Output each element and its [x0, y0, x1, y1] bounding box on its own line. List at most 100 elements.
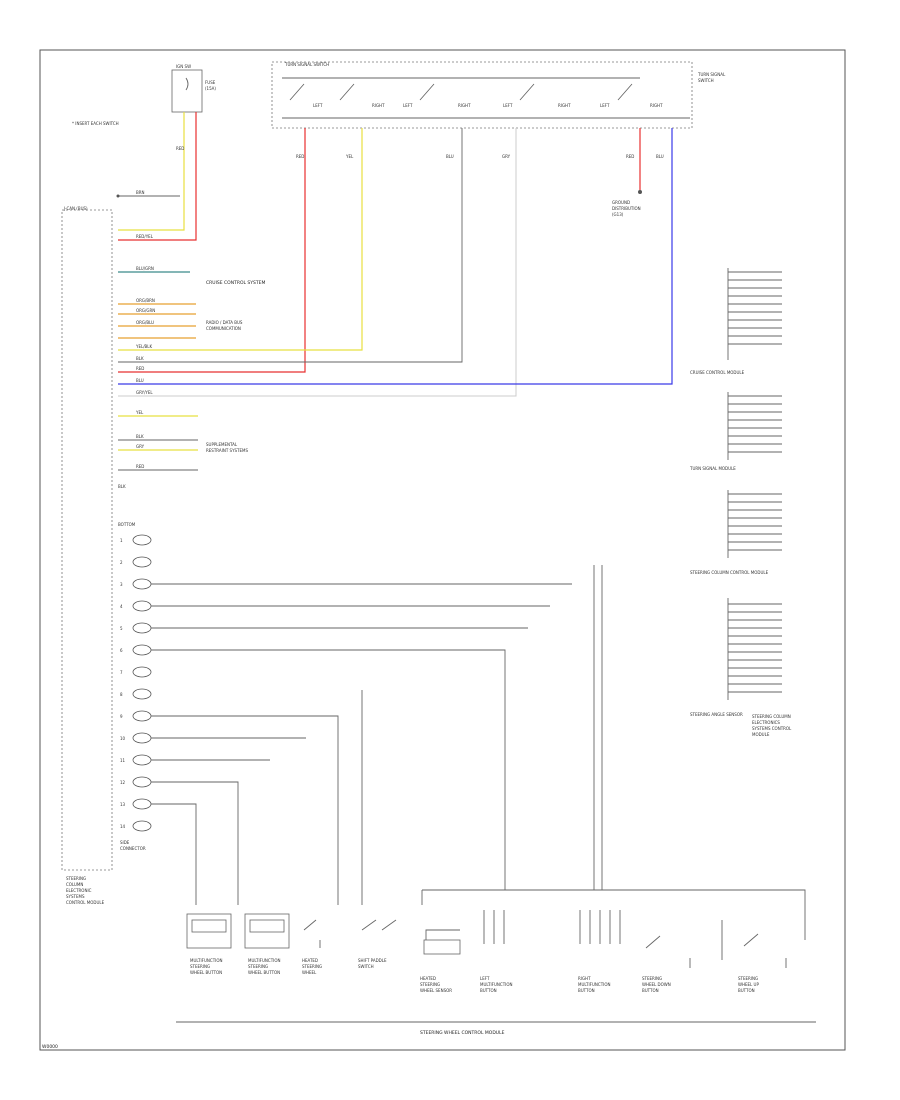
- svg-text:WHEEL BUTTON: WHEEL BUTTON: [248, 970, 280, 975]
- svg-text:RED: RED: [296, 154, 304, 159]
- svg-text:RED: RED: [136, 464, 144, 469]
- svg-text:11: 11: [120, 758, 126, 763]
- svg-text:STEERING: STEERING: [190, 964, 210, 969]
- svg-text:10: 10: [120, 736, 126, 741]
- svg-text:GRY/YEL: GRY/YEL: [136, 390, 153, 395]
- heated-wheel-sensor: HEATED STEERING WHEEL SENSOR: [420, 929, 461, 993]
- wire-gray-mid: [118, 128, 463, 363]
- ground-distribution: GROUND DISTRIBUTION (G13): [612, 190, 642, 217]
- svg-text:2: 2: [120, 560, 123, 565]
- bottom-bus-line: [422, 889, 806, 940]
- svg-text:6: 6: [120, 648, 123, 653]
- svg-text:MULTIFUNCTION: MULTIFUNCTION: [578, 982, 610, 987]
- svg-text:TURN SIGNAL SWITCH: TURN SIGNAL SWITCH: [284, 62, 329, 67]
- svg-text:STEERING COLUMN CONTROL MODULE: STEERING COLUMN CONTROL MODULE: [690, 570, 769, 575]
- svg-text:BLK: BLK: [136, 434, 144, 439]
- svg-text:STEERING: STEERING: [248, 964, 268, 969]
- svg-text:BLU: BLU: [656, 154, 664, 159]
- svg-text:LEFT: LEFT: [503, 103, 513, 108]
- svg-text:STEERING: STEERING: [66, 876, 86, 881]
- svg-text:HEATED: HEATED: [302, 958, 318, 963]
- svg-text:WHEEL DOWN: WHEEL DOWN: [642, 982, 671, 987]
- svg-text:BLU/GRN: BLU/GRN: [136, 266, 154, 271]
- svg-text:ELECTRONIC: ELECTRONIC: [66, 888, 92, 893]
- svg-text:STEERING: STEERING: [738, 976, 758, 981]
- svg-text:STEERING COLUMN: STEERING COLUMN: [752, 714, 791, 719]
- svg-text:BUTTON: BUTTON: [738, 988, 755, 993]
- svg-text:GROUND: GROUND: [612, 200, 630, 205]
- svg-text:STEERING: STEERING: [420, 982, 440, 987]
- svg-text:YEL/BLK: YEL/BLK: [135, 344, 153, 349]
- steering-down-button: STEERING WHEEL DOWN BUTTON: [642, 935, 691, 993]
- svg-text:7: 7: [120, 670, 123, 675]
- wire-blue-top: [118, 128, 673, 385]
- svg-text:RIGHT: RIGHT: [650, 103, 663, 108]
- svg-text:SHIFT PADDLE: SHIFT PADDLE: [358, 958, 387, 963]
- wire-yellow-top: [118, 128, 363, 351]
- svg-text:RED: RED: [626, 154, 634, 159]
- svg-text:MULTIFUNCTION: MULTIFUNCTION: [480, 982, 512, 987]
- svg-text:LEFT: LEFT: [480, 976, 490, 981]
- cruise-system-label: CRUISE CONTROL SYSTEM: [206, 280, 265, 286]
- svg-text:1: 1: [120, 538, 123, 543]
- svg-text:12: 12: [120, 780, 126, 785]
- left-multifunction-button: LEFT MULTIFUNCTION BUTTON: [480, 910, 512, 993]
- svg-text:BRN: BRN: [136, 190, 145, 195]
- svg-text:SWITCH: SWITCH: [358, 964, 374, 969]
- svg-text:RED/YEL: RED/YEL: [136, 234, 154, 239]
- svg-text:3: 3: [120, 582, 123, 587]
- svg-text:BUTTON: BUTTON: [642, 988, 659, 993]
- heated-steering-wheel: HEATED STEERING WHEEL: [302, 919, 322, 975]
- svg-text:SIDE: SIDE: [120, 840, 130, 845]
- svg-text:WHEEL SENSOR: WHEEL SENSOR: [420, 988, 452, 993]
- svg-text:COMMUNICATION: COMMUNICATION: [206, 326, 241, 331]
- svg-text:WHEEL UP: WHEEL UP: [738, 982, 759, 987]
- svg-text:CRUISE CONTROL MODULE: CRUISE CONTROL MODULE: [690, 370, 745, 375]
- svg-text:MODULE: MODULE: [752, 732, 770, 737]
- svg-text:IGN SW: IGN SW: [176, 64, 191, 69]
- wire-gray-right: [118, 128, 517, 397]
- svg-text:RIGHT: RIGHT: [578, 976, 591, 981]
- svg-text:RADIO / DATA BUS: RADIO / DATA BUS: [206, 320, 243, 325]
- svg-text:MULTIFUNCTION: MULTIFUNCTION: [190, 958, 222, 963]
- svg-text:DISTRIBUTION: DISTRIBUTION: [612, 206, 641, 211]
- svg-text:WHEEL BUTTON: WHEEL BUTTON: [190, 970, 222, 975]
- svg-text:SYSTEMS: SYSTEMS: [66, 894, 85, 899]
- svg-text:BLK: BLK: [118, 484, 126, 489]
- svg-text:STEERING ANGLE SENSOR: STEERING ANGLE SENSOR: [690, 712, 743, 717]
- steering-button-1: MULTIFUNCTION STEERING WHEEL BUTTON: [186, 913, 232, 975]
- svg-text:ELECTRONICS: ELECTRONICS: [752, 720, 780, 725]
- svg-text:5: 5: [120, 626, 123, 631]
- svg-text:RIGHT: RIGHT: [558, 103, 571, 108]
- svg-text:WHEEL: WHEEL: [302, 970, 317, 975]
- right-module-stack: CRUISE CONTROL MODULE TURN SIGNAL MODULE…: [689, 268, 792, 737]
- svg-text:HEATED: HEATED: [420, 976, 436, 981]
- svg-text:BUTTON: BUTTON: [578, 988, 595, 993]
- svg-text:SWITCH: SWITCH: [698, 78, 714, 83]
- wire-fuse-yellow: [118, 112, 185, 231]
- svg-text:RED: RED: [176, 146, 184, 151]
- right-multifunction-button: RIGHT MULTIFUNCTION BUTTON: [578, 910, 621, 993]
- svg-text:4: 4: [120, 604, 123, 609]
- svg-text:FUSE: FUSE: [205, 80, 216, 85]
- svg-text:14: 14: [120, 824, 126, 829]
- wire-red-top: [118, 128, 306, 373]
- svg-text:CONNECTOR: CONNECTOR: [120, 846, 146, 851]
- steering-button-2: MULTIFUNCTION STEERING WHEEL BUTTON: [244, 913, 290, 975]
- svg-text:YEL: YEL: [135, 410, 144, 415]
- footer-code: W0000: [42, 1044, 58, 1050]
- svg-text:STEERING: STEERING: [642, 976, 662, 981]
- svg-text:STEERING: STEERING: [302, 964, 322, 969]
- svg-text:SYSTEMS CONTROL: SYSTEMS CONTROL: [752, 726, 792, 731]
- bottom-group-label: STEERING WHEEL CONTROL MODULE: [420, 1030, 505, 1036]
- svg-text:SUPPLEMENTAL: SUPPLEMENTAL: [206, 442, 238, 447]
- svg-text:LEFT: LEFT: [403, 103, 413, 108]
- svg-text:BUTTON: BUTTON: [480, 988, 497, 993]
- svg-text:TURN SIGNAL MODULE: TURN SIGNAL MODULE: [689, 466, 736, 471]
- svg-text:RIGHT: RIGHT: [458, 103, 471, 108]
- svg-text:9: 9: [120, 714, 123, 719]
- insert-note: * INSERT EACH SWITCH: [72, 121, 119, 126]
- steering-up-button: STEERING WHEEL UP BUTTON: [721, 920, 787, 993]
- svg-text:8: 8: [120, 692, 123, 697]
